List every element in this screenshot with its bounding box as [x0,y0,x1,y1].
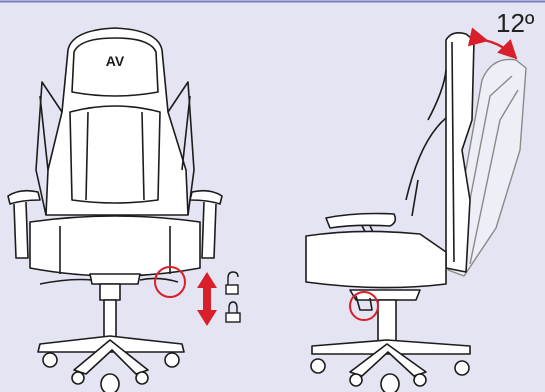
locked-padlock-icon [226,302,240,322]
front-back-panel [70,106,160,203]
curved-tilt-arrow-icon [484,40,514,56]
side-seat [306,231,446,287]
front-view-chair [8,28,222,392]
brand-logo: AV [106,53,125,69]
front-height-lever [140,278,178,282]
front-left-armrest [8,191,40,204]
front-right-armrest [190,191,222,204]
side-armrest [326,214,395,229]
tilt-angle-label: 12º [496,8,534,39]
side-view-chair [306,33,474,392]
unlocked-padlock-icon [226,272,238,294]
double-arrow-vertical-icon [197,272,217,326]
